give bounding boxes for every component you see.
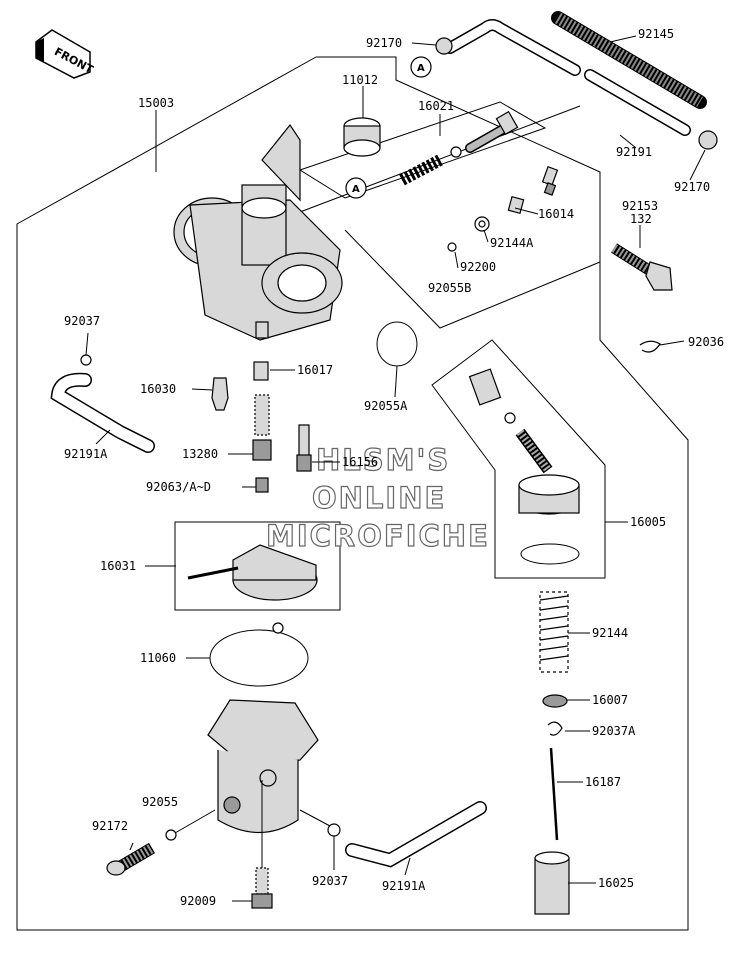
label-92036: 92036 [688, 335, 724, 349]
bolt-92153-icon [611, 243, 673, 291]
label-16031: 16031 [100, 559, 136, 573]
throttle-valve-icon [534, 851, 570, 915]
label-16156: 16156 [342, 455, 378, 469]
label-16007: 16007 [592, 693, 628, 707]
throttle-spring-icon [539, 591, 569, 673]
label-15003: 15003 [138, 96, 174, 110]
label-92200: 92200 [460, 260, 496, 274]
label-16017: 16017 [297, 363, 333, 377]
svg-text:A: A [352, 184, 360, 195]
screw-16014-icon [541, 166, 559, 196]
svg-text:ONLINE: ONLINE [312, 481, 446, 515]
drain-screw-icon [251, 867, 273, 909]
drain-hose-lower [345, 801, 487, 868]
jet-16156-icon [296, 424, 312, 472]
marker-a-lower: A [345, 177, 367, 199]
cable-route-line [344, 229, 601, 329]
label-92153: 92153 [622, 199, 658, 213]
label-92145: 92145 [638, 27, 674, 41]
jet-needle-group-outline [431, 339, 606, 579]
gasket-11060-icon [209, 629, 309, 687]
label-92009: 92009 [180, 894, 216, 908]
label-16021: 16021 [418, 99, 454, 113]
svg-text:MICROFICHE: MICROFICHE [266, 519, 490, 553]
clip-92037A-icon [547, 721, 563, 736]
label-92063: 92063/A~D [146, 480, 211, 494]
label-92170-b: 92170 [674, 180, 710, 194]
drain-hose-left [50, 354, 155, 453]
carburetor-cap-icon [343, 117, 381, 157]
label-16025: 16025 [598, 876, 634, 890]
marker-a-upper: A [410, 56, 432, 78]
clip-92036-icon [639, 340, 661, 353]
oring-92055A-icon [376, 321, 418, 367]
carburetor-body-icon [173, 123, 343, 341]
float-valve-icon [211, 377, 229, 411]
part-labels: 92170 92145 11012 15003 16021 92191 9217… [64, 27, 724, 908]
fuel-hose-upper [444, 19, 691, 136]
label-92191A-a: 92191A [64, 447, 108, 461]
label-92055A: 92055A [364, 399, 408, 413]
label-16187: 16187 [585, 775, 621, 789]
vent-hose-spring [551, 11, 707, 109]
air-screw-icon [106, 842, 156, 876]
main-jet-92063-icon [255, 477, 269, 493]
spring-seat-icon [542, 694, 568, 708]
oring-92055B-icon [447, 242, 457, 252]
pilot-screw-icon [399, 110, 519, 186]
leader-lines [85, 35, 706, 902]
needle-jet-13280-icon [252, 394, 272, 461]
label-92170-a: 92170 [366, 36, 402, 50]
svg-text:A: A [417, 63, 425, 74]
float-bowl-icon [207, 699, 319, 834]
label-92144: 92144 [592, 626, 628, 640]
washer-92200-icon [474, 216, 490, 232]
svg-text:HLSM'S: HLSM'S [316, 443, 450, 477]
label-92191: 92191 [616, 145, 652, 159]
label-11060: 11060 [140, 651, 176, 665]
label-92037-b: 92037 [312, 874, 348, 888]
label-92144A: 92144A [490, 236, 534, 250]
label-16014: 16014 [538, 207, 574, 221]
label-92055B: 92055B [428, 281, 471, 295]
jet-needle-icon [549, 747, 559, 841]
label-132: 132 [630, 212, 652, 226]
front-direction-badge: FRONT [35, 29, 96, 79]
pilot-screw-group-outline [298, 101, 547, 199]
label-92037A: 92037A [592, 724, 636, 738]
watermark: HLSM'S ONLINE MICROFICHE [265, 442, 490, 553]
label-16030: 16030 [140, 382, 176, 396]
label-92055: 92055 [142, 795, 178, 809]
oring-92055-icon [165, 829, 177, 841]
float-icon [187, 544, 318, 601]
label-92172: 92172 [92, 819, 128, 833]
label-92037-a: 92037 [64, 314, 100, 328]
jet-16017-icon [253, 361, 269, 381]
label-11012: 11012 [342, 73, 378, 87]
label-13280: 13280 [182, 447, 218, 461]
label-16005: 16005 [630, 515, 666, 529]
label-92191A-b: 92191A [382, 879, 426, 893]
jet-92144A-icon [507, 195, 525, 215]
assembly-outline [16, 56, 689, 931]
starter-plunger-icon [468, 368, 580, 565]
float-group-outline [174, 521, 341, 611]
hose-clamp-icon [435, 37, 718, 150]
